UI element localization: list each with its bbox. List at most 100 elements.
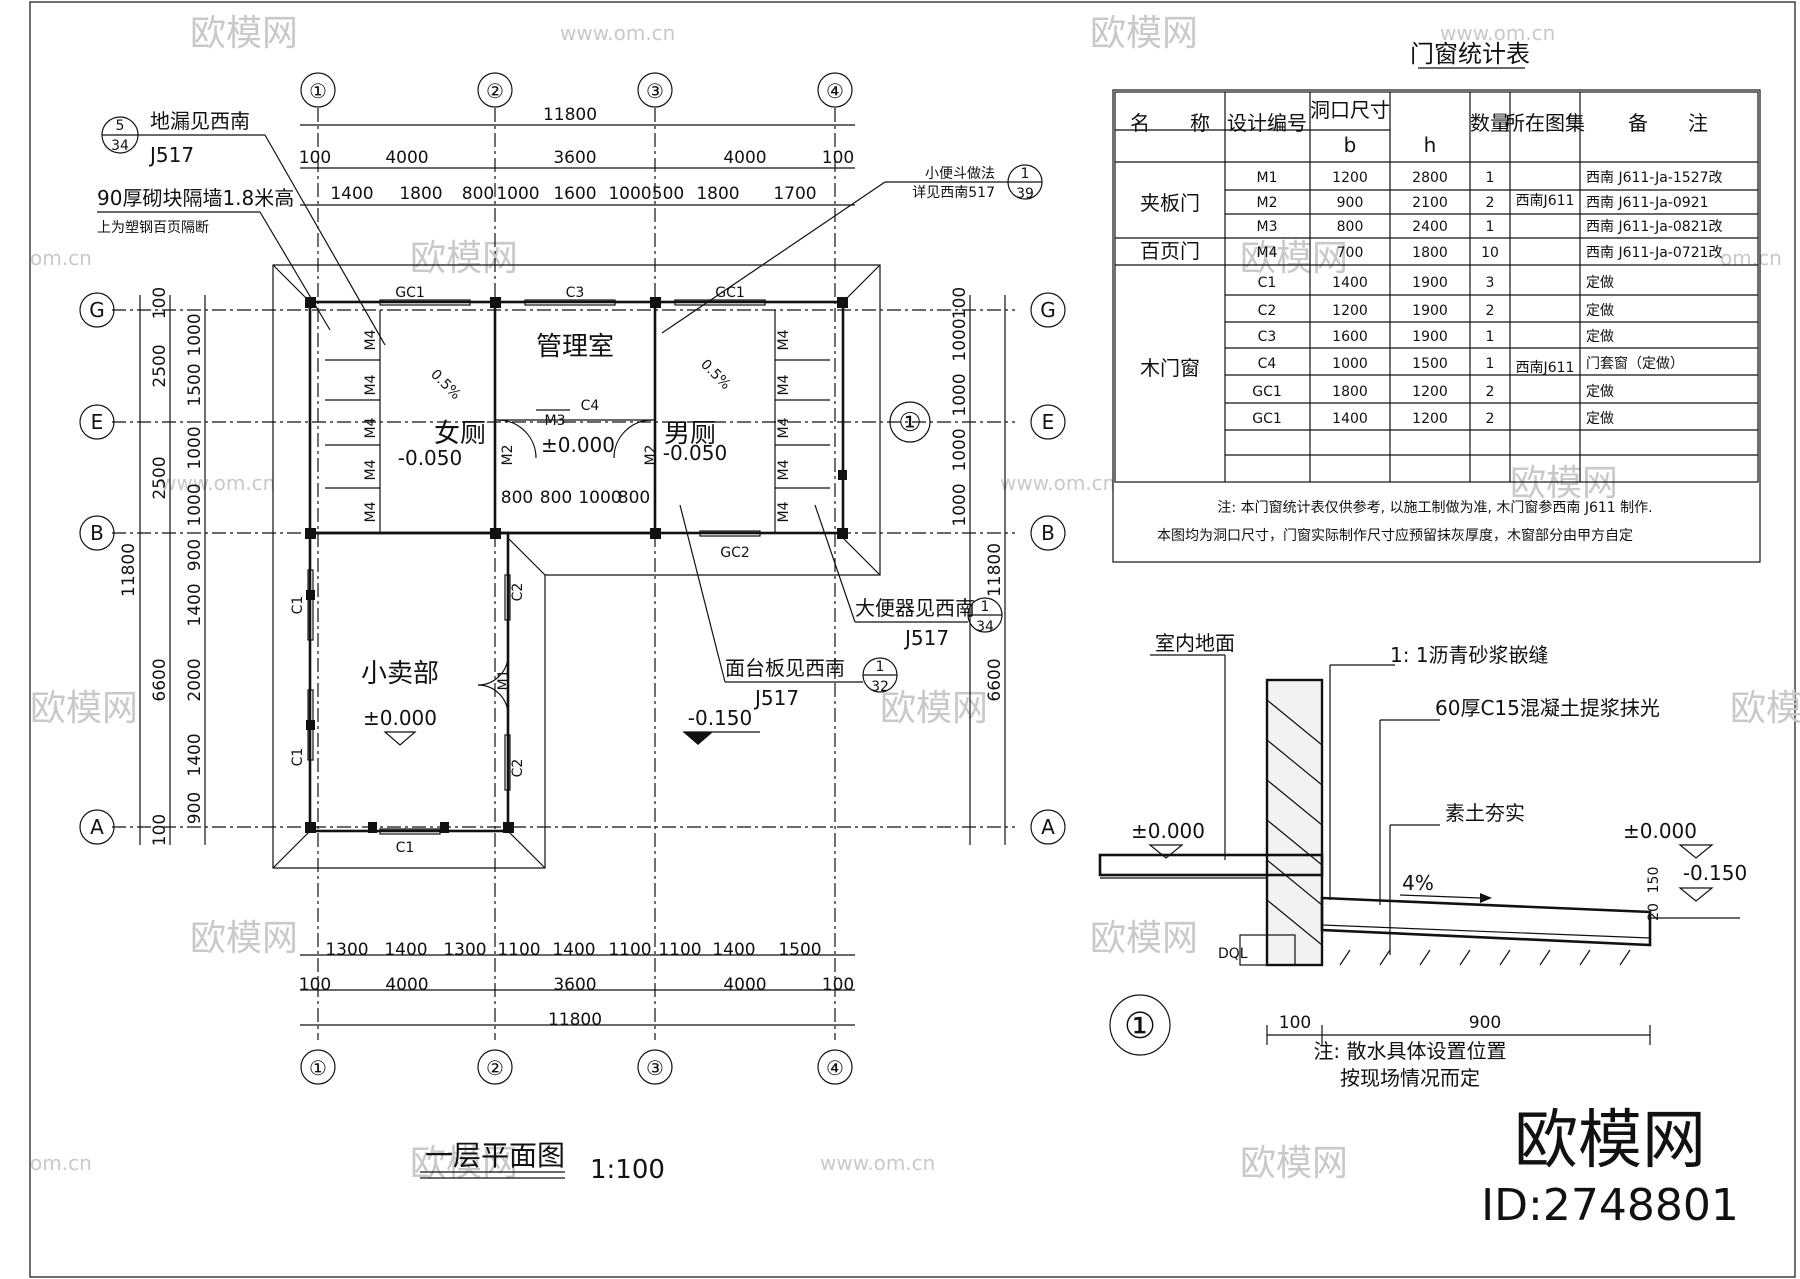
room-name: 男厕 <box>664 419 716 449</box>
dim-text: 4000 <box>385 975 428 995</box>
dim-text: 11800 <box>543 105 597 125</box>
schedule-cell-qty: 1 <box>1486 170 1495 186</box>
watermark-layer: 欧模网 www.om.cn 欧模网 www.om.cn om.cn 欧模网 欧模… <box>30 13 1800 1184</box>
plan-scale: 1:100 <box>590 1155 665 1185</box>
note-text: J517 <box>753 686 799 710</box>
schedule-cell-code: C3 <box>1258 329 1277 345</box>
schedule-cell-b: 1200 <box>1332 303 1368 319</box>
schedule-cell-code: C1 <box>1258 275 1277 291</box>
opening-label: GC2 <box>720 545 750 561</box>
watermark-site: om.cn <box>1720 246 1782 270</box>
note-text: 90厚砌块隔墙1.8米高 <box>97 186 294 210</box>
door-swings <box>477 409 653 716</box>
schedule-cell-h: 1900 <box>1412 329 1448 345</box>
dim-text: 1000 <box>496 184 539 204</box>
watermark-site: www.om.cn <box>560 21 675 45</box>
axis-label: ① <box>309 79 327 103</box>
slope-label: 4% <box>1402 871 1434 895</box>
schedule-cell-code: M2 <box>1257 195 1278 211</box>
opening-label: M4 <box>776 501 792 522</box>
dim-text: 20 <box>1646 903 1662 921</box>
opening-label: M4 <box>363 374 379 395</box>
axis-label: ③ <box>646 79 664 103</box>
note-text: 小便斗做法 <box>925 166 995 182</box>
schedule-cell-remark: 西南 J611-Ja-0821改 <box>1586 219 1723 235</box>
schedule-cell-qty: 1 <box>1486 219 1495 235</box>
dim-text: 100 <box>1279 1013 1311 1033</box>
watermark-brand: 欧模网 <box>1240 238 1348 279</box>
schedule-cell-h: 1200 <box>1412 384 1448 400</box>
level-text: ±0.000 <box>363 706 437 730</box>
schedule-cell-b: 800 <box>1337 219 1364 235</box>
opening-label: C2 <box>510 583 526 602</box>
ref-number: 1 <box>1021 166 1030 182</box>
opening-label: M3 <box>545 413 566 429</box>
dim-text: 1400 <box>185 583 205 626</box>
group-label: 木门窗 <box>1140 356 1200 380</box>
detail-label: 1: 1沥青砂浆嵌缝 <box>1390 643 1549 667</box>
dim-text: 1400 <box>712 940 755 960</box>
note-text: J517 <box>148 143 194 167</box>
dims-top: 11800 100 4000 3600 4000 100 1400 1800 8… <box>299 105 855 206</box>
schedule-cell-b: 700 <box>1337 245 1364 261</box>
schedule-cell-b: 1200 <box>1332 170 1368 186</box>
col-header: b <box>1344 133 1357 157</box>
axis-label: B <box>1041 521 1055 545</box>
schedule-cell-remark: 定做 <box>1586 275 1614 291</box>
dim-text: 4000 <box>385 148 428 168</box>
opening-label: C1 <box>396 840 415 856</box>
watermark-site: om.cn <box>30 246 92 270</box>
dim-text: 1300 <box>325 940 368 960</box>
schedule-note: 本图均为洞口尺寸，门窗实际制作尺寸应预留抹灰厚度，木窗部分由甲方自定 <box>1157 527 1633 544</box>
dim-text: 800 <box>540 488 572 508</box>
atlas-cell: 西南J611 <box>1516 193 1575 209</box>
sheet-border <box>29 1 1796 1278</box>
opening-label: M2 <box>643 445 659 466</box>
dim-text: 100 <box>299 148 331 168</box>
ref-number: 34 <box>111 138 129 154</box>
level-text: -0.050 <box>663 441 727 465</box>
dim-text: 11800 <box>985 543 1005 597</box>
schedule-cell-qty: 1 <box>1486 329 1495 345</box>
opening-label: M4 <box>776 329 792 350</box>
floor-plan: ① ② ③ ④ ① ② ③ ④ G E B A G E B A <box>79 72 1066 1185</box>
opening-label: M4 <box>363 417 379 438</box>
dim-text: 6600 <box>985 658 1005 701</box>
dim-text: 1000 <box>950 428 970 471</box>
dims-bottom: 1300 1400 1300 1100 1400 1100 1100 1400 … <box>299 940 855 1030</box>
dim-text: 1500 <box>778 940 821 960</box>
opening-label: GC1 <box>395 285 425 301</box>
ref-number: 1 <box>876 659 885 675</box>
dim-text: 800 <box>618 488 650 508</box>
level-text: -0.150 <box>688 706 752 730</box>
slope-mark: 0.5% <box>697 357 733 393</box>
opening-label: M4 <box>776 417 792 438</box>
group-label: 夹板门 <box>1140 191 1200 215</box>
axis-label: E <box>91 410 104 434</box>
col-header: h <box>1424 133 1437 157</box>
col-header: 洞口尺寸 <box>1310 98 1390 122</box>
opening-label: M4 <box>363 459 379 480</box>
schedule-cell-b: 1600 <box>1332 329 1368 345</box>
schedule-cell-qty: 2 <box>1486 195 1495 211</box>
windows <box>307 299 766 835</box>
room-name: 小卖部 <box>361 659 439 689</box>
detail-note: 按现场情况而定 <box>1340 1066 1480 1090</box>
schedule-cell-remark: 定做 <box>1586 384 1614 400</box>
dim-text: 1000 <box>185 313 205 356</box>
apron-detail: DQL 室内地面 1: 1沥青砂浆嵌缝 60厚C15混凝土提浆抹光 素土夯实 ±… <box>1098 631 1747 1090</box>
schedule-cell-remark: 西南 J611-Ja-1527改 <box>1586 170 1723 186</box>
note-text: J517 <box>903 626 949 650</box>
note-text: 大便器见西南 <box>855 596 975 620</box>
dim-text: 1000 <box>185 426 205 469</box>
inner-dims: 800 800 1000 800 <box>501 488 650 508</box>
watermark-brand: 欧模网 <box>190 13 298 54</box>
ref-number: 1 <box>981 599 990 615</box>
watermark-brand: 欧模网 <box>410 1143 518 1184</box>
schedule-cell-b: 1400 <box>1332 411 1368 427</box>
schedule-cell-remark: 门套窗（定做） <box>1586 355 1684 372</box>
dim-text: 1500 <box>185 363 205 406</box>
axis-label: ② <box>486 1056 504 1080</box>
schedule-cell-h: 1900 <box>1412 275 1448 291</box>
